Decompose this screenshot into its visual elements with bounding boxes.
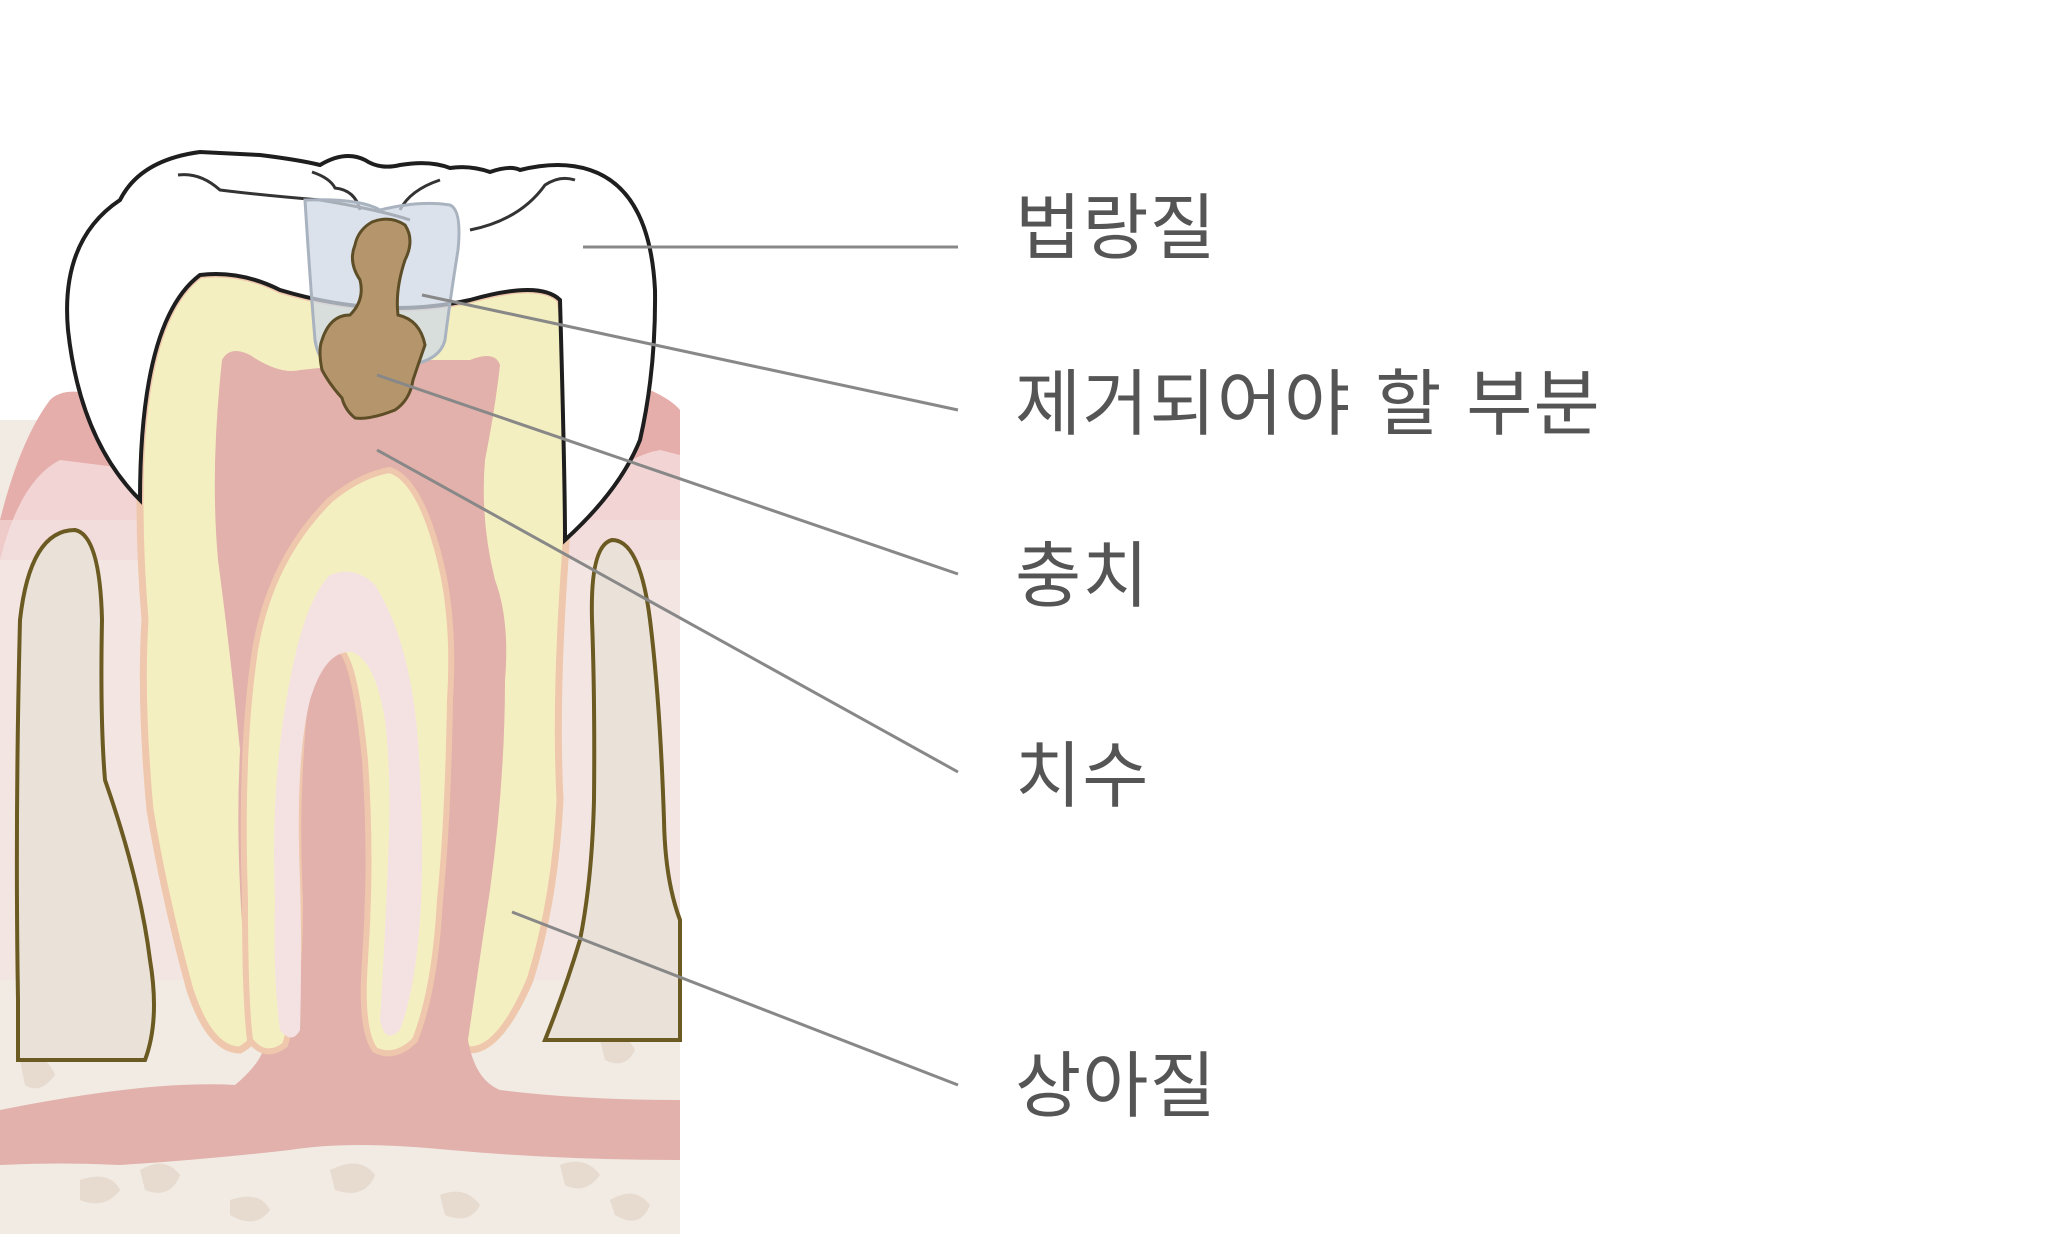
- leader-line-dentin: [511, 910, 959, 1087]
- caries: [318, 217, 427, 420]
- pulp: [0, 351, 680, 1165]
- leader-line-pulp: [376, 448, 959, 774]
- label-caries: 충치: [1015, 534, 1150, 618]
- leader-lines: [376, 245, 959, 1087]
- label-enamel: 법랑질: [1015, 186, 1217, 270]
- label-dentin: 상아질: [1015, 1044, 1217, 1128]
- leader-line-removed-part: [421, 293, 959, 412]
- leader-line-caries: [376, 373, 959, 576]
- label-removed-part: 제거되어야 할 부분: [1015, 362, 1601, 446]
- label-pulp: 치수: [1015, 734, 1150, 818]
